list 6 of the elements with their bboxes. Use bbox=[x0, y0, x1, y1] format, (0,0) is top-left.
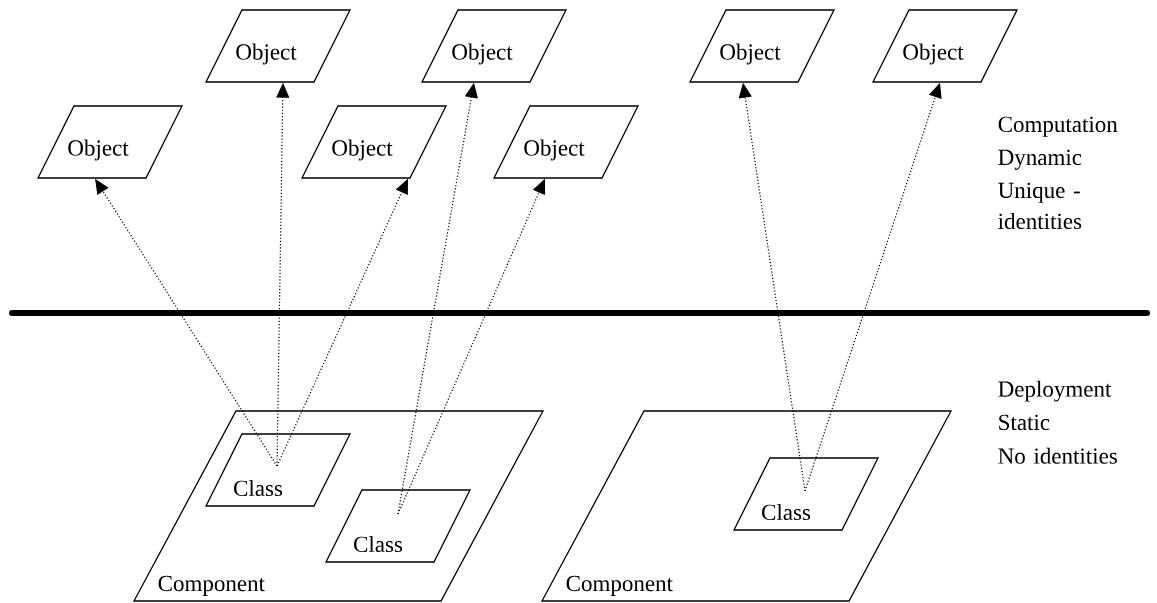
side-label: Dynamic bbox=[998, 149, 1082, 170]
side-label: Deployment bbox=[998, 380, 1112, 402]
side-label: Unique - identities bbox=[998, 182, 1082, 230]
side-label: No identities bbox=[998, 447, 1117, 464]
side-label: Computation bbox=[998, 116, 1118, 137]
side-label: Static bbox=[999, 414, 1050, 431]
